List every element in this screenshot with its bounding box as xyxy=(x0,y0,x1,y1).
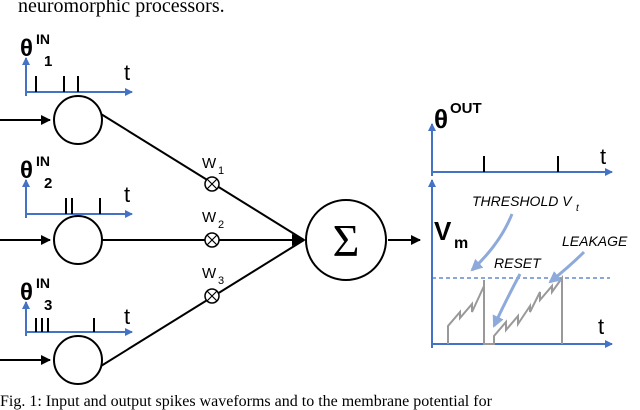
theta-out-symbol: θ xyxy=(434,104,448,134)
membrane-potential-trace xyxy=(447,274,563,345)
annotation-arrows xyxy=(470,213,586,328)
membrane-time-label: t xyxy=(598,314,604,339)
summation-node xyxy=(305,199,387,281)
vm-symbol: V xyxy=(434,216,452,246)
theta-in-3-symbol: θ xyxy=(20,279,33,306)
theta-in-1-symbol: θ xyxy=(20,35,33,62)
caption-top: neuromorphic processors. xyxy=(18,0,225,17)
input-1-time-label: t xyxy=(124,60,130,85)
input-neuron-1 xyxy=(53,95,103,145)
theta-in-2-sup: IN xyxy=(36,153,50,169)
theta-in-3-sup: IN xyxy=(36,275,50,291)
output-panel: θ OUT t xyxy=(428,100,613,176)
vm-sub: m xyxy=(454,235,468,252)
threshold-annotation: THRESHOLD V xyxy=(472,193,573,209)
leakage-annotation: LEAKAGE xyxy=(562,233,628,249)
caption-bottom: Fig. 1: Input and output spikes waveform… xyxy=(0,393,493,410)
input-3: θ IN 3 t xyxy=(0,275,133,385)
threshold-annotation-sub: t xyxy=(576,203,580,214)
synapse-lines xyxy=(100,113,305,367)
weight-3: W 3 xyxy=(202,265,224,304)
input-2: θ IN 2 t xyxy=(0,153,133,265)
input-1-spikes xyxy=(35,76,79,92)
output-time-label: t xyxy=(600,144,606,169)
membrane-panel: V m t THRESHOLD V t RESET LEAKAGE xyxy=(428,179,628,348)
theta-out-sup: OUT xyxy=(450,100,482,117)
weight-2-sub: 2 xyxy=(218,219,224,231)
weight-2: W 2 xyxy=(202,209,224,248)
threshold-arrow xyxy=(470,213,514,272)
weight-3-label: W xyxy=(202,265,217,282)
input-2-spikes xyxy=(65,198,101,214)
weight-1-sub: 1 xyxy=(218,165,224,177)
theta-in-2-sub: 2 xyxy=(44,175,52,192)
input-1: θ IN 1 t xyxy=(0,31,133,145)
weight-2-label: W xyxy=(202,209,217,226)
weight-1-label: W xyxy=(202,155,217,172)
weight-1: W 1 xyxy=(202,155,224,192)
input-neuron-2 xyxy=(53,215,103,265)
output-spikes xyxy=(483,156,559,172)
sum-input-arrowhead xyxy=(292,234,306,246)
theta-in-1-sup: IN xyxy=(36,31,50,47)
input-3-spikes xyxy=(35,318,95,332)
theta-in-2-symbol: θ xyxy=(20,157,33,184)
sigma-symbol: Σ xyxy=(333,215,360,266)
leakage-arrow xyxy=(548,250,586,284)
input-3-time-label: t xyxy=(124,304,130,329)
reset-annotation: RESET xyxy=(494,255,542,271)
reset-arrow xyxy=(492,273,522,328)
input-2-time-label: t xyxy=(124,182,130,207)
input-neuron-3 xyxy=(53,335,103,385)
weight-3-sub: 3 xyxy=(218,275,224,287)
theta-in-1-sub: 1 xyxy=(44,53,52,70)
theta-in-3-sub: 3 xyxy=(44,297,52,314)
